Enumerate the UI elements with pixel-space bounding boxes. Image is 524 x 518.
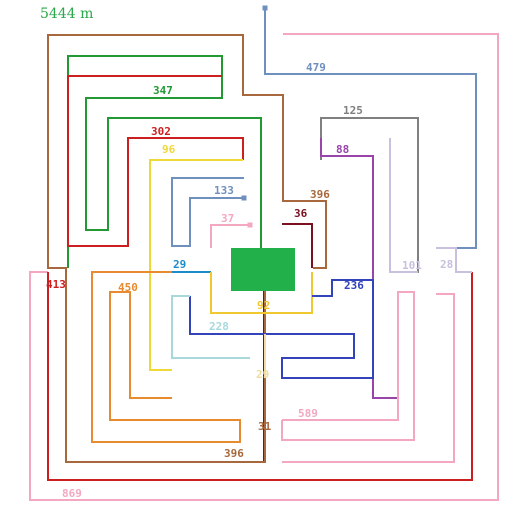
path-302-label: 302 [151,125,171,138]
path-236[interactable] [189,279,374,379]
path-88-label: 88 [336,143,349,156]
marker-133[interactable] [241,195,247,201]
path-236-label: 236 [344,279,364,292]
path-479[interactable] [264,8,477,249]
path-869-label: 869 [62,487,82,500]
path-302[interactable] [67,75,244,247]
path-396-brown-label: 396 [310,188,330,201]
marker-top[interactable] [262,5,268,11]
path-lines [29,8,499,501]
path-92-label: 92 [257,299,270,312]
path-869[interactable] [29,33,499,501]
path-396-brown[interactable] [242,35,327,269]
path-125[interactable] [320,117,419,273]
path-88[interactable] [320,138,398,399]
path-36-label: 36 [294,207,308,220]
path-347[interactable] [67,55,262,268]
marker-37[interactable] [247,222,253,228]
path-96[interactable] [149,159,243,371]
path-589[interactable] [281,291,415,441]
path-labels: 869 479 396 396 413 347 302 96 133 37 36 125 88 101 28… [46,5,453,500]
path-228-label: 228 [209,320,229,333]
path-413-label: 413 [46,278,66,291]
path-450-label: 450 [118,281,138,294]
path-479-label: 479 [306,61,326,74]
path-133[interactable] [171,177,244,247]
path-589-label: 589 [298,407,318,420]
path-31-label: 31 [258,420,272,433]
path-228[interactable] [171,295,250,359]
path-37[interactable] [210,224,250,248]
path-101-label: 101 [402,259,422,272]
path-101[interactable] [389,138,418,273]
path-28-label: 28 [440,258,453,271]
path-413[interactable] [47,272,473,481]
path-segment-0[interactable] [282,293,455,463]
path-396-outer-label: 396 [224,447,244,460]
path-36[interactable] [282,223,313,268]
path-96-label: 96 [162,143,176,156]
start-hub[interactable] [231,248,295,291]
path-133-label: 133 [214,184,234,197]
path-29-blue-label: 29 [173,258,186,271]
path-28[interactable] [436,247,472,273]
path-125-label: 125 [343,104,363,117]
path-450[interactable] [91,271,241,443]
score-display: 5444 m [40,6,94,22]
path-29-cream-label: 29 [256,368,269,381]
path-347-label: 347 [153,84,173,97]
path-37-label: 37 [221,212,234,225]
path-92[interactable] [210,272,313,314]
